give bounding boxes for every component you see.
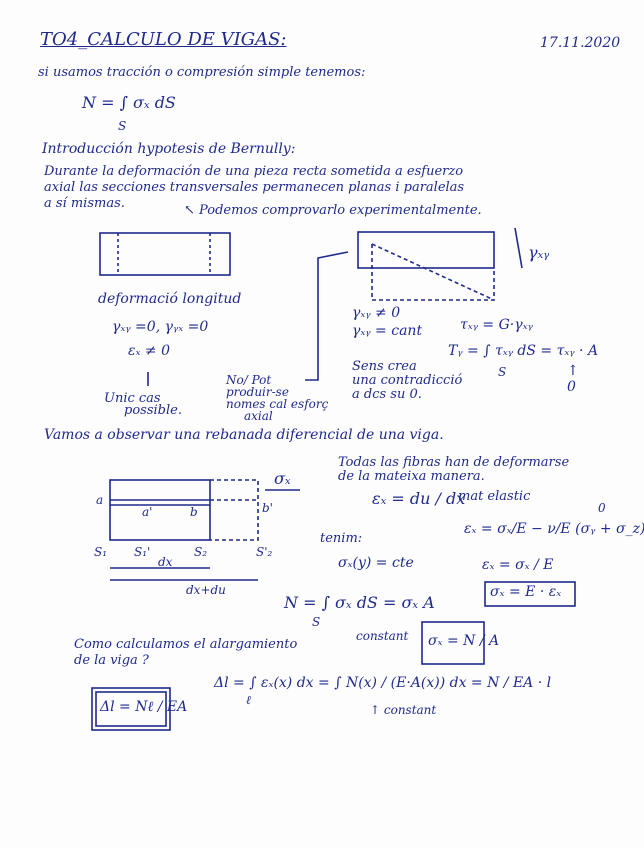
constant-label: constant [356, 629, 409, 643]
shear-stress-equation: τₓᵧ = G·γₓᵧ [460, 317, 533, 333]
point-b: b [190, 505, 198, 519]
zero-value: 0 [567, 379, 576, 395]
integral-subscript: S [118, 119, 127, 133]
strain-stress: εₓ = σₓ / E [482, 557, 554, 573]
hypothesis-line-2: axial las secciones transversales perman… [44, 180, 465, 195]
shear-integral-subscript: S [498, 365, 507, 379]
point-a: a [96, 493, 104, 507]
contradiction-1: Sens crea [352, 359, 417, 374]
elongation-subscript: ℓ [246, 693, 251, 707]
intro-line: si usamos tracción o compresión simple t… [38, 65, 366, 80]
force-integral-subscript: S [312, 615, 321, 629]
force-integral: N = ∫ σₓ dS = σₓ A [284, 593, 435, 612]
elongation-equation: Δl = ∫ εₓ(x) dx = ∫ N(x) / (E·A(x)) dx =… [214, 675, 552, 691]
axial-force-equation: N = ∫ σₓ dS [82, 93, 176, 112]
hooke-boxed: σₓ = E · εₓ [490, 584, 562, 600]
epsilon-nonzero: εₓ ≠ 0 [128, 343, 171, 359]
slice-diagram [109, 479, 211, 541]
fibres-note-2: de la mateixa manera. [338, 469, 485, 484]
longitudinal-deformation-label: deformació longitud [98, 291, 242, 307]
no-pot-note-3: nomes cal esforç [226, 397, 329, 411]
experimental-note: ↖ Podemos comprovarlo experimentalmente. [184, 203, 482, 218]
gamma-constant: γₓᵧ = cant [352, 323, 423, 339]
hypothesis-line-1: Durante la deformación de una pieza rect… [44, 164, 464, 179]
section-s2-prime: S'₂ [256, 545, 273, 559]
generalized-hooke: εₓ = σₓ/E − ν/E (σᵧ + σ_z) [464, 521, 644, 537]
no-pot-note-2: produir-se [226, 385, 289, 399]
dx-label: dx [158, 555, 173, 569]
section-s1: S₁ [94, 545, 108, 559]
gamma-nonzero: γₓᵧ ≠ 0 [352, 305, 401, 321]
gamma-zero: γₓᵧ =0, γᵧₓ =0 [112, 319, 209, 335]
section-s1-prime: S₁' [134, 545, 151, 559]
slice-intro: Vamos a observar una rebanada diferencia… [44, 427, 444, 443]
point-b-prime: b' [262, 501, 273, 515]
constant-note: ↑ constant [370, 703, 437, 717]
possible-label: possible. [124, 403, 182, 418]
point-a-prime: a' [142, 505, 153, 519]
dx-du-label: dx+du [186, 583, 226, 597]
tenim-label: tenim: [320, 531, 363, 546]
arrow-to-zero: ↑ [567, 363, 579, 379]
contradiction-3: a dcs su 0. [352, 387, 422, 402]
beam-sketch-sheared [357, 231, 495, 269]
strain-definition: εₓ = du / dx [372, 489, 466, 508]
question-line-1: Como calculamos el alargamiento [74, 637, 298, 652]
page-title: TO4_CALCULO DE VIGAS: [40, 29, 287, 50]
uniform-stress: σₓ(y) = cte [338, 555, 414, 571]
sigma-x-arrow-label: σₓ [274, 469, 291, 488]
fibres-note-1: Todas las fibras han de deformarse [338, 455, 570, 470]
elongation-result-boxed: Δl = Nℓ / EA [100, 699, 188, 715]
gamma-label: γₓᵧ [528, 243, 550, 262]
no-pot-note-1: No/ Pot [226, 373, 272, 387]
shear-force-equation: Tᵧ = ∫ τₓᵧ dS = τₓᵧ · A [448, 343, 599, 359]
hypothesis-title: Introducción hypotesis de Bernully: [42, 141, 296, 157]
date: 17.11.2020 [540, 35, 621, 51]
beam-sketch-left [99, 232, 231, 276]
small-zero: 0 [598, 501, 606, 515]
no-pot-note-4: axial [244, 409, 273, 423]
unic-cas-label: Unic cas [104, 391, 161, 406]
hypothesis-line-3: a sí mismas. [44, 196, 125, 211]
section-s2: S₂ [194, 545, 208, 559]
question-line-2: de la viga ? [74, 653, 149, 668]
stress-boxed: σₓ = N / A [428, 633, 500, 649]
elastic-material-note: mat elastic [458, 489, 531, 504]
contradiction-2: una contradicció [352, 373, 463, 388]
